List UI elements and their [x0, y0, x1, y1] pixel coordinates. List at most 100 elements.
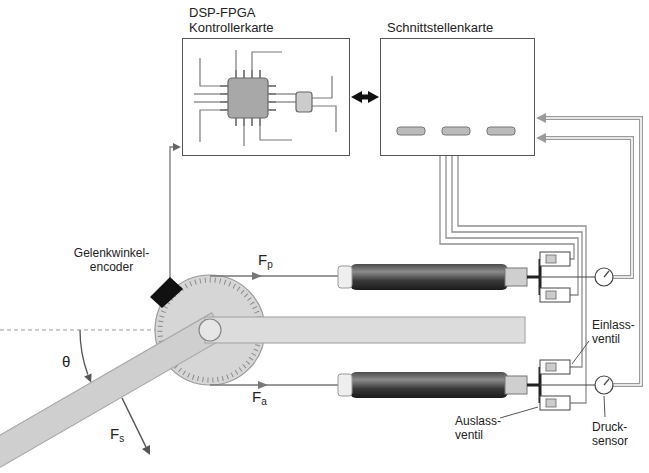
pin — [235, 70, 237, 78]
card-title: DSP-FPGA Kontrollerkarte — [189, 5, 275, 35]
leader-line — [604, 396, 605, 417]
gauge-needle — [604, 379, 609, 385]
tendon — [210, 275, 338, 277]
sensor-pipe — [540, 384, 595, 385]
pin — [220, 109, 228, 111]
label-anchor: Fa — [252, 389, 267, 410]
joint-axis — [199, 319, 221, 341]
sensor-pipe — [540, 276, 595, 277]
controller-card: DSP-FPGA Kontrollerkarte — [182, 38, 350, 156]
label-anchor: Auslass- ventil — [455, 414, 503, 442]
force-label: Fp — [258, 252, 273, 273]
angle-arc — [80, 330, 88, 375]
trace — [252, 52, 282, 70]
card-slot — [442, 127, 470, 135]
outlet-valve — [540, 288, 570, 302]
dsp-chip — [228, 78, 268, 118]
angle-arrowhead — [84, 373, 91, 382]
trace — [243, 126, 244, 146]
upper-arm — [205, 317, 525, 343]
card-title: Schnittstellenkarte — [387, 20, 495, 35]
force-arrow — [122, 398, 146, 447]
inlet-valve — [540, 360, 570, 374]
force-label: Fs — [110, 426, 124, 447]
pin — [268, 93, 276, 95]
force-arrowhead — [142, 445, 150, 455]
inlet-valve — [540, 252, 570, 266]
pin — [268, 85, 276, 87]
wire-arrowhead — [536, 113, 546, 123]
pin — [259, 70, 261, 78]
trace — [194, 101, 220, 102]
pin — [268, 109, 276, 111]
valve-label: Einlass- ventil — [592, 318, 636, 346]
valve-coil — [546, 363, 556, 371]
muscle-fitting — [505, 268, 527, 286]
chip-pins — [220, 70, 276, 126]
leader-line — [572, 341, 589, 364]
card-slot — [487, 127, 515, 135]
angle-label: θ — [62, 353, 70, 370]
trace — [200, 58, 220, 86]
pin — [220, 85, 228, 87]
trace — [312, 106, 336, 132]
card-slot — [397, 127, 425, 135]
wire-arrowhead — [536, 133, 546, 143]
trace — [200, 110, 220, 142]
label-anchor: Gelenkwinkel- encoder — [73, 246, 150, 274]
muscle-cap — [338, 374, 352, 396]
label-anchor: Fs — [110, 426, 124, 447]
label-anchor: θ — [62, 353, 70, 370]
valve-coil — [546, 255, 556, 263]
pin — [259, 118, 261, 126]
chip-traces — [194, 50, 336, 146]
pin — [220, 93, 228, 95]
wire-arrowhead — [173, 143, 181, 151]
arm-segment — [0, 313, 226, 472]
sensor-label: Druck- sensor — [592, 420, 630, 448]
pressure-gauge — [595, 376, 613, 394]
joint-encoder — [150, 277, 183, 308]
label-anchor: Einlass- ventil — [592, 318, 636, 346]
pressure-gauge — [595, 268, 613, 286]
label-anchor: Druck- sensor — [592, 420, 630, 448]
trace — [194, 93, 220, 94]
bus-arrow — [361, 95, 369, 100]
force-label: Fa — [252, 389, 267, 410]
encoder-label: Gelenkwinkel- encoder — [73, 246, 150, 274]
wire — [440, 156, 574, 259]
pin — [220, 101, 228, 103]
valve-label: Auslass- ventil — [455, 414, 503, 442]
interface-card: Schnittstellenkarte — [380, 38, 535, 156]
tendon — [210, 384, 338, 386]
tendon-arrowhead — [258, 381, 268, 389]
air-line — [527, 276, 540, 279]
trace — [276, 93, 296, 94]
component — [296, 92, 312, 112]
pneumatic-muscle — [350, 372, 508, 398]
pin — [251, 70, 253, 78]
pin — [268, 101, 276, 103]
pin — [235, 118, 237, 126]
pin — [251, 118, 253, 126]
air-line — [527, 384, 540, 387]
leader-line — [500, 407, 538, 418]
encoder-wire — [170, 147, 174, 280]
muscle-fitting — [505, 376, 527, 394]
pin — [243, 70, 245, 78]
pin — [243, 118, 245, 126]
trace — [312, 76, 332, 98]
valve-coil — [546, 291, 556, 299]
gauge-needle — [604, 271, 609, 277]
pneumatic-muscle — [350, 264, 508, 290]
valve-coil — [546, 399, 556, 407]
muscle-cap — [338, 266, 352, 288]
outlet-valve — [540, 396, 570, 410]
label-anchor: Fp — [258, 252, 273, 273]
trace — [276, 101, 296, 102]
tendon-arrowhead — [252, 272, 262, 280]
